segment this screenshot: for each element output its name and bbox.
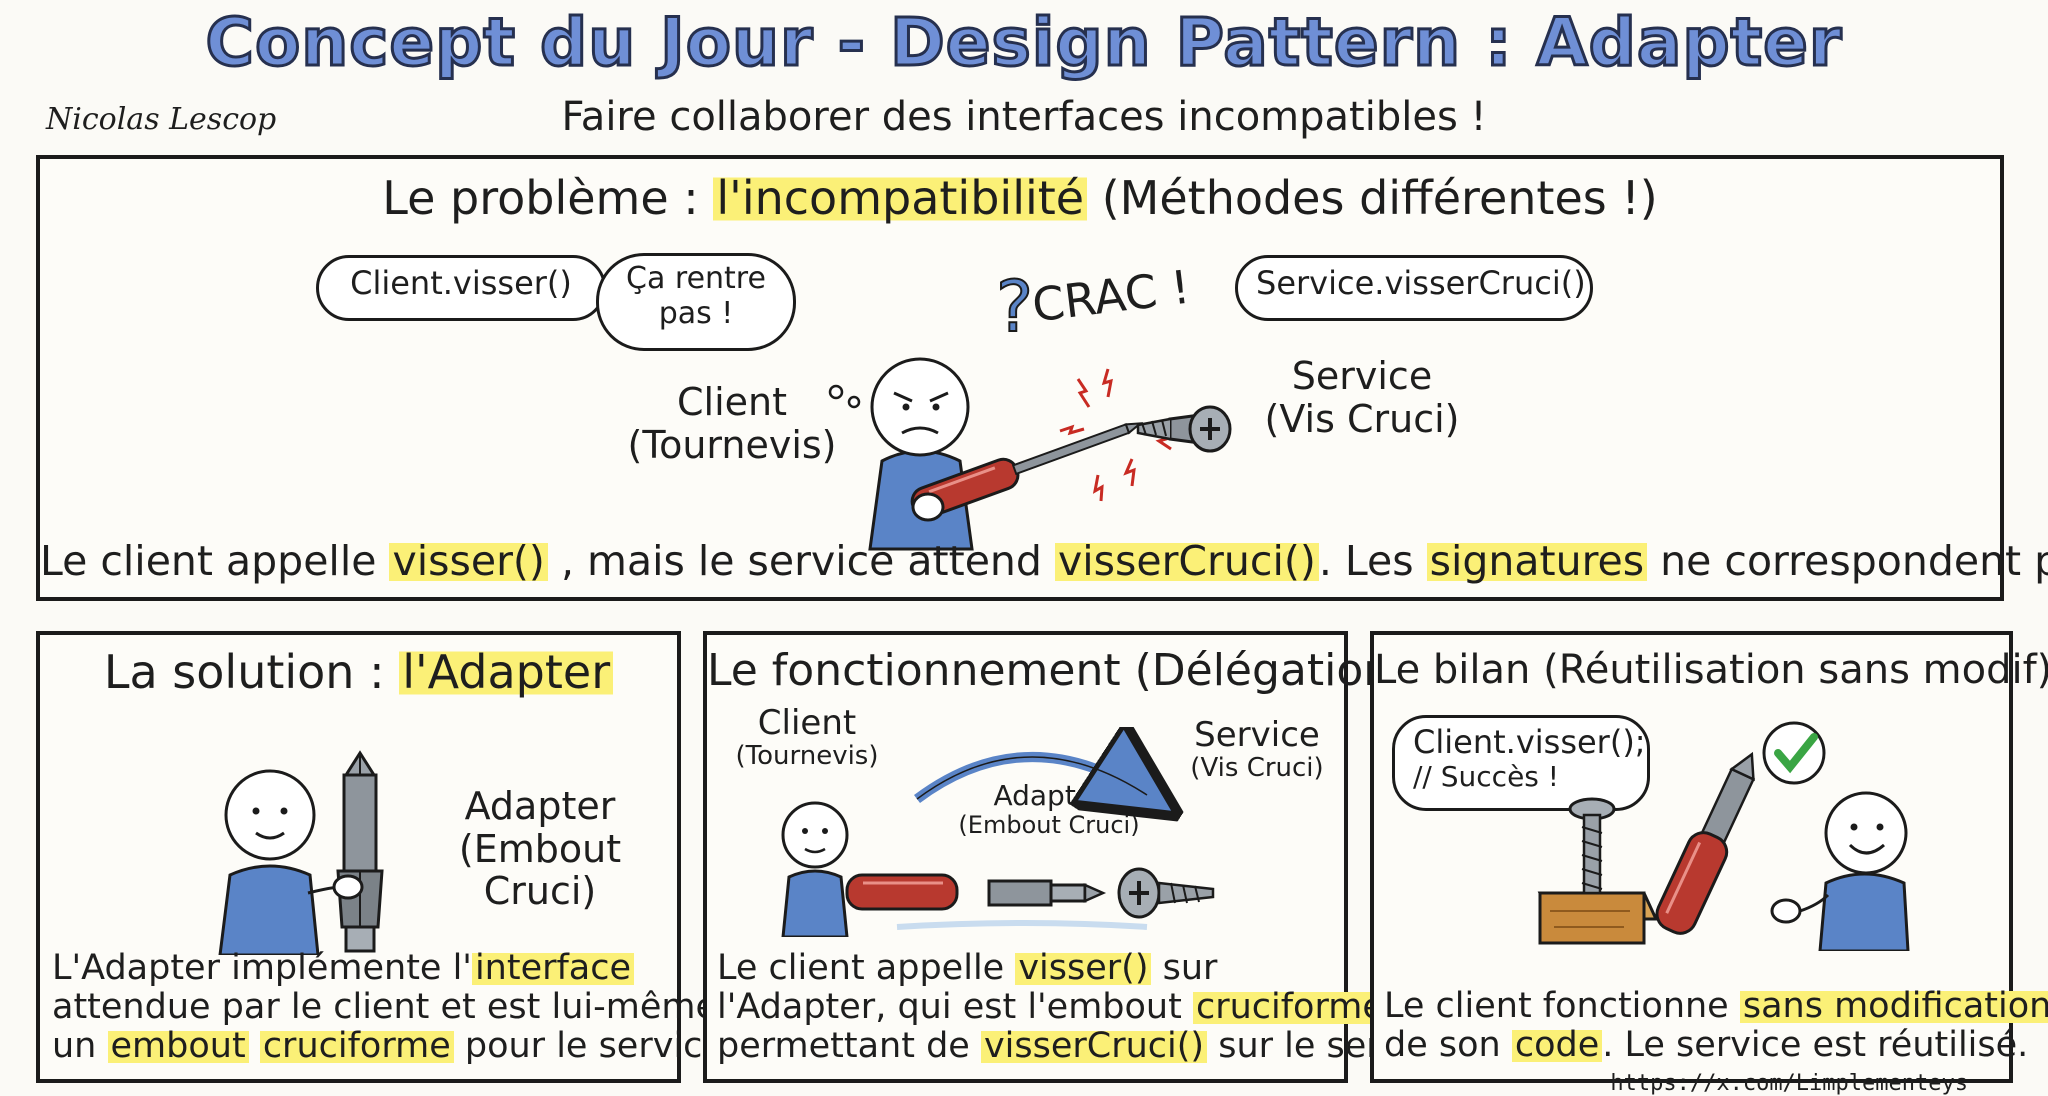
- problem-service-label: Service (Vis Cruci): [1242, 355, 1482, 440]
- solution-adapter-sublabel: (Embout Cruci): [458, 826, 622, 914]
- client-frown: [901, 426, 939, 435]
- service-call-text: Service.visserCruci(): [1256, 264, 1586, 302]
- adapter-person-head: [224, 769, 316, 861]
- problem-client-sublabel: (Tournevis): [627, 422, 837, 467]
- crac-sparks-icon: [1059, 368, 1172, 502]
- mechanism-service-label: Service (Vis Cruci): [1190, 715, 1324, 784]
- client-call-text: Client.visser(): [350, 264, 572, 302]
- phillips-screw-icon: [1136, 405, 1232, 453]
- problem-caption: Le client appelle visser() , mais le ser…: [40, 537, 2048, 585]
- outcome-panel: Le bilan (Réutilisation sans modif) Clie…: [1370, 631, 2048, 1083]
- mechanism-title: Le fonctionnement (Délégation): [707, 645, 1409, 696]
- solution-adapter-label: Adapter (Embout Cruci): [410, 785, 670, 913]
- screwdriver-icon: [910, 422, 1144, 519]
- adapter-person-hand: [332, 874, 364, 900]
- outcome-illustration: [1537, 721, 1910, 951]
- mini-client-shirt: [781, 869, 849, 937]
- problem-illustration: ?: [828, 265, 1232, 551]
- solution-title-highlight: l'Adapter: [399, 645, 614, 699]
- client-hand: [911, 492, 945, 522]
- outcome-person-head: [1824, 791, 1908, 875]
- problem-title-highlight: l'incompatibilité: [713, 171, 1088, 225]
- wood-block-icon: [1537, 891, 1659, 945]
- outcome-person-hand: [1770, 898, 1802, 924]
- mechanism-screw-icon: [1117, 867, 1215, 919]
- footer-url: https://x.com/Limplementeys: [1610, 1071, 1968, 1096]
- service-speech-bubble: Service.visserCruci(): [1235, 255, 1593, 321]
- outcome-speech-bubble: Client.visser(); // Succès !: [1392, 715, 1650, 811]
- problem-client-label: Client (Tournevis): [612, 381, 852, 466]
- outcome-caption: Le client fonctionne sans modification d…: [1384, 986, 2048, 1066]
- solution-caption: L'Adapter implémente l'interface attendu…: [52, 948, 736, 1067]
- client-angry-brow-r: [929, 391, 949, 403]
- question-mark-icon: ?: [996, 266, 1033, 348]
- mechanism-ground-line: [896, 920, 1148, 930]
- mechanism-screwdriver-icon: [845, 873, 959, 911]
- client-speech-bubble: Client.visser(): [316, 255, 606, 321]
- mini-client-head: [781, 801, 849, 869]
- problem-title: Le problème : l'incompatibilité (Méthode…: [382, 171, 1658, 225]
- outcome-screwdriver-icon: [1655, 751, 1756, 935]
- outcome-title: Le bilan (Réutilisation sans modif): [1374, 647, 2048, 693]
- solution-illustration: [218, 750, 384, 955]
- phillips-bit-icon: [336, 750, 384, 953]
- mechanism-client-label: Client (Tournevis): [735, 703, 879, 772]
- client-head: [870, 357, 970, 457]
- thought-bubble: Ça rentre pas !: [596, 253, 796, 351]
- mechanism-bit-icon: [987, 879, 1107, 907]
- problem-service-sublabel: (Vis Cruci): [1264, 396, 1460, 441]
- adapter-person-shirt: [218, 864, 320, 955]
- thought-dot-1: [828, 384, 844, 400]
- mechanism-illustration: [781, 727, 1215, 937]
- page-title: Concept du Jour - Design Pattern : Adapt…: [204, 3, 1843, 83]
- solution-panel: La solution : l'Adapter Adapter (Embout …: [36, 631, 735, 1083]
- success-check-icon: [1762, 721, 1826, 785]
- thought-dot-2: [847, 395, 861, 409]
- outcome-person-shirt: [1818, 872, 1910, 951]
- solution-title: La solution : l'Adapter: [40, 645, 677, 699]
- outcome-screw-icon: [1568, 797, 1616, 895]
- client-angry-brow-l: [893, 391, 913, 403]
- page-subtitle: Faire collaborer des interfaces incompat…: [561, 94, 1487, 140]
- problem-panel: Le problème : l'incompatibilité (Méthode…: [36, 155, 2048, 601]
- author-signature: Nicolas Lescop: [46, 102, 277, 137]
- mechanism-caption: Le client appelle visser() sur l'Adapter…: [717, 948, 1464, 1067]
- mechanism-panel: Le fonctionnement (Délégation) Client (T…: [703, 631, 1463, 1083]
